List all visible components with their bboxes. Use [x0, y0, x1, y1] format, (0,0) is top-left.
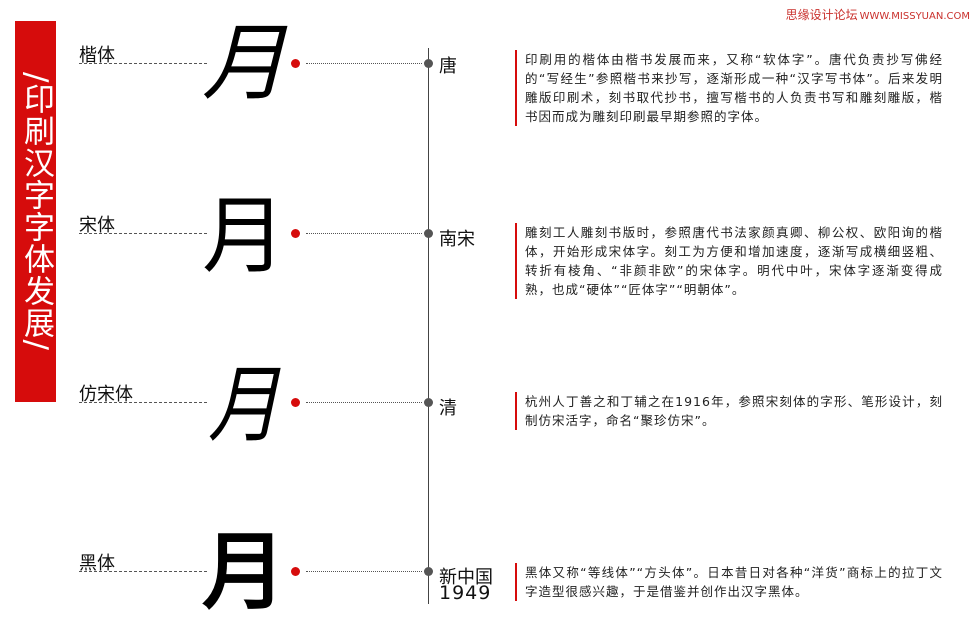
- timeline-axis: [428, 48, 429, 604]
- dotted-connector: [306, 233, 422, 234]
- glyph-songti: 月: [202, 187, 287, 285]
- glyph-fangsong: 月: [208, 356, 280, 454]
- era-nansong: 南宋: [439, 229, 475, 250]
- timeline-node: [424, 567, 433, 576]
- era-xinzhongguo: 新中国: [439, 567, 493, 588]
- style-label-kaiti: 楷体: [79, 45, 115, 66]
- style-label-songti: 宋体: [79, 215, 115, 236]
- description-fangsong: 杭州人丁善之和丁辅之在1916年，参照宋刻体的字形、笔形设计，刻制仿宋活字，命名…: [515, 392, 943, 430]
- style-underline: [79, 402, 207, 403]
- red-dot-marker: [291, 229, 300, 238]
- red-dot-marker: [291, 59, 300, 68]
- timeline-node: [424, 59, 433, 68]
- watermark-text: 思缘设计论坛: [785, 8, 858, 22]
- description-heiti: 黑体又称“等线体”“方头体”。日本昔日对各种“洋货”商标上的拉丁文字造型很感兴趣…: [515, 563, 943, 601]
- description-kaiti: 印刷用的楷体由楷书发展而来，又称“软体字”。唐代负责抄写佛经的“写经生”参照楷书…: [515, 50, 943, 126]
- era-qing: 清: [439, 398, 457, 419]
- dotted-connector: [306, 63, 422, 64]
- red-dot-marker: [291, 567, 300, 576]
- timeline-node: [424, 229, 433, 238]
- glyph-kaiti: 月: [202, 14, 287, 112]
- era-year-1949: 1949: [439, 582, 492, 604]
- watermark-site: WWW.MISSYUAN.COM: [859, 11, 970, 22]
- style-label-fangsong: 仿宋体: [79, 384, 133, 405]
- timeline-node: [424, 398, 433, 407]
- page-title: /印刷汉字字体发展/: [18, 72, 54, 351]
- description-songti: 雕刻工人雕刻书版时，参照唐代书法家颜真卿、柳公权、欧阳询的楷体，开始形成宋体字。…: [515, 223, 943, 299]
- dotted-connector: [306, 571, 422, 572]
- red-dot-marker: [291, 398, 300, 407]
- dotted-connector: [306, 402, 422, 403]
- title-banner: /印刷汉字字体发展/: [15, 21, 56, 402]
- style-underline: [79, 63, 207, 64]
- style-underline: [79, 233, 207, 234]
- style-underline: [79, 571, 207, 572]
- glyph-heiti: 月: [202, 523, 287, 621]
- style-label-heiti: 黑体: [79, 553, 115, 574]
- era-tang: 唐: [439, 56, 457, 77]
